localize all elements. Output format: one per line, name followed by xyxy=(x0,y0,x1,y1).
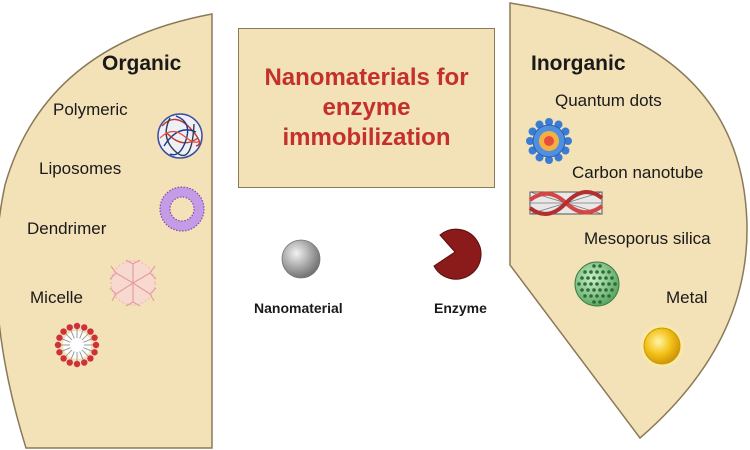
liposome-icon xyxy=(159,186,205,232)
inorganic-item-label-mesoporous-silica: Mesoporus silica xyxy=(584,229,711,248)
quantum-dot-icon xyxy=(526,118,572,164)
polymeric-nanoparticle-icon xyxy=(157,113,203,159)
enzyme-pacman-icon xyxy=(433,228,482,280)
inorganic-panel xyxy=(509,2,748,440)
organic-item-label-dendrimer: Dendrimer xyxy=(27,219,107,238)
organic-item-label-polymeric: Polymeric xyxy=(53,100,128,119)
organic-item-label-micelle: Micelle xyxy=(30,288,83,307)
micelle-icon xyxy=(54,322,100,368)
enzyme-label: Enzyme xyxy=(434,300,487,316)
nanomaterial-sphere-icon xyxy=(281,239,321,279)
carbon-nanotube-icon xyxy=(528,190,604,216)
organic-heading: Organic xyxy=(102,52,182,75)
organic-item-label-liposomes: Liposomes xyxy=(39,159,122,178)
inorganic-item-label-quantum-dots: Quantum dots xyxy=(555,91,662,110)
title-box: Nanomaterials for enzyme immobilization xyxy=(238,28,495,188)
nanomaterial-label: Nanomaterial xyxy=(254,300,343,316)
inorganic-item-label-carbon-nanotube: Carbon nanotube xyxy=(572,163,704,182)
diagram-title: Nanomaterials for enzyme immobilization xyxy=(264,64,469,151)
inorganic-heading: Inorganic xyxy=(531,52,626,75)
metal-nanoparticle-icon xyxy=(638,322,686,370)
dendrimer-icon xyxy=(109,259,157,307)
inorganic-item-label-metal: Metal xyxy=(666,288,708,307)
mesoporous-silica-icon xyxy=(574,261,620,307)
organic-panel xyxy=(0,13,213,449)
